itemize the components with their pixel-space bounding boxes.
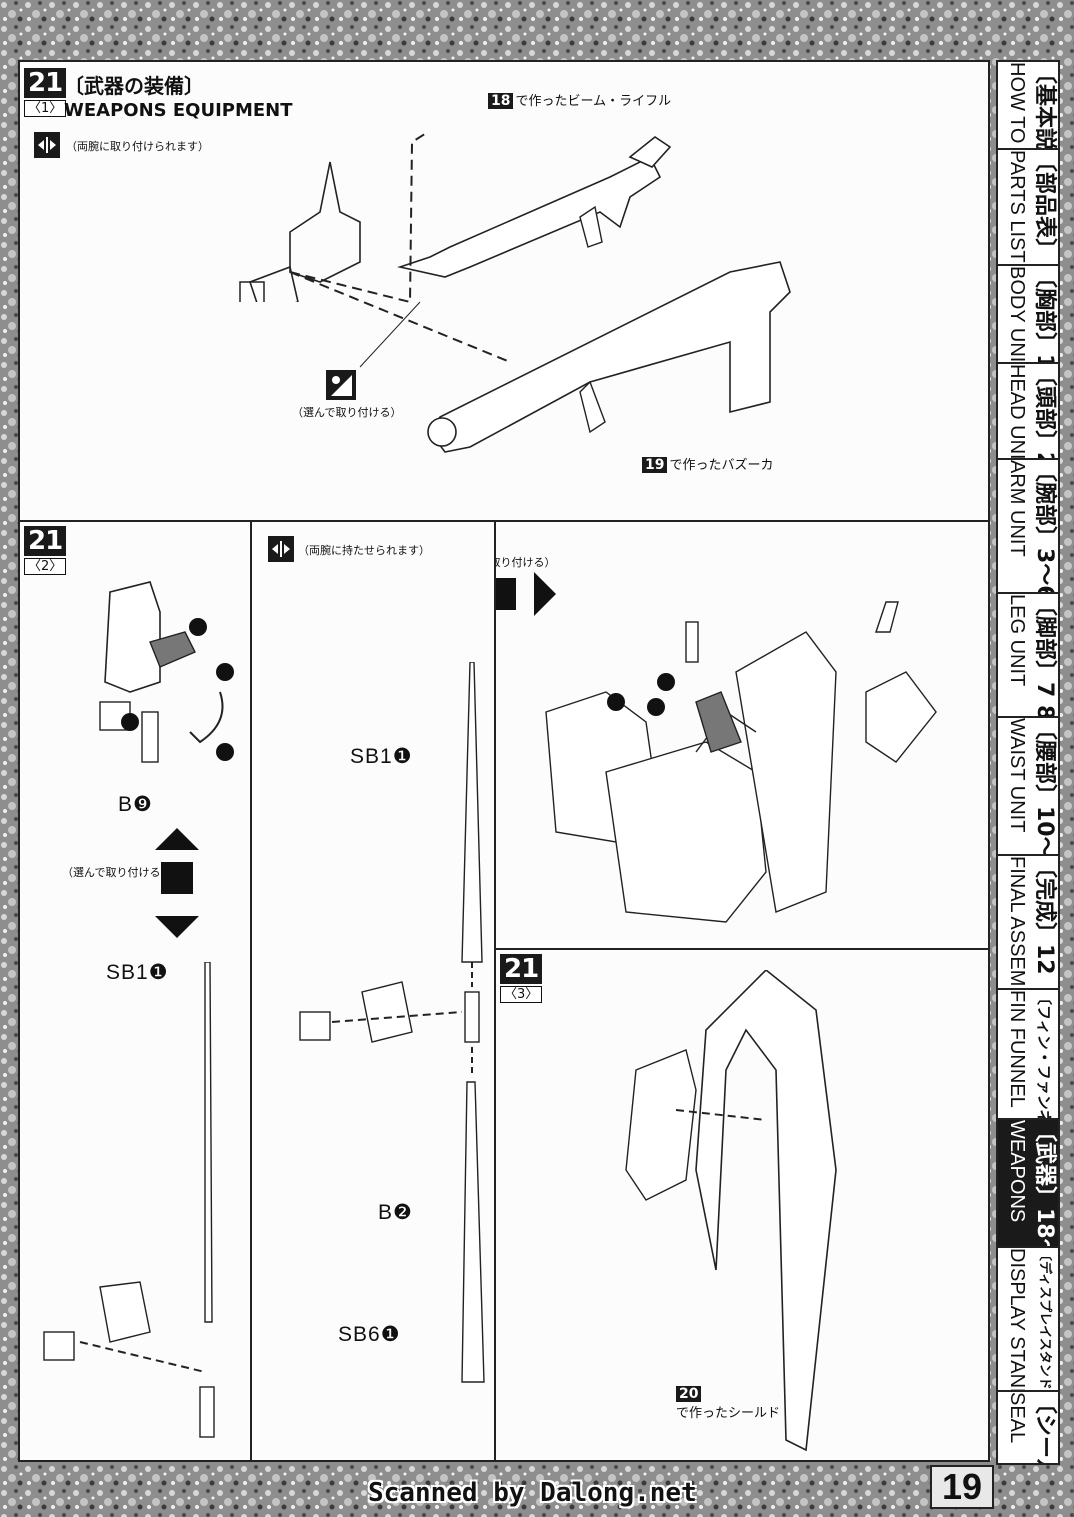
arm-illustration — [239, 161, 361, 302]
connector-lines — [289, 131, 511, 368]
step-number: 21 — [24, 68, 67, 98]
panel-hand-attach: 21 〈2〉 B❾ （選んで取り付ける） SB1❶ — [20, 520, 252, 1460]
both-arms-note: （両腕に取り付けられます） — [66, 140, 209, 153]
sub-step-number: 〈1〉 — [24, 100, 67, 117]
choose-one-icon — [326, 370, 356, 400]
beam-saber-illustration — [299, 662, 485, 1383]
part-sb6-label: SB6❶ — [338, 1323, 401, 1346]
part-sb1-label-a: SB1❶ — [106, 961, 169, 984]
sub-step-number-3: 〈3〉 — [500, 986, 543, 1003]
sb1-long-stick-illustration — [43, 962, 215, 1438]
choose-one-label-3: （選んで取り付ける） — [496, 556, 556, 569]
nav-tab-how-to[interactable]: 〔基本説明〕HOW TO — [998, 62, 1058, 150]
nav-tab-parts-list[interactable]: 〔部品表〕PARTS LIST — [998, 150, 1058, 266]
instruction-sheet: 21 〈1〉 〔武器の装備〕 WEAPONS EQUIPMENT （両腕に取り付… — [18, 60, 990, 1462]
up-down-arrow-icon — [155, 828, 199, 938]
nav-tab-seal[interactable]: 〔シール〕SEAL — [1006, 1392, 1057, 1463]
both-arms-icon-2 — [268, 536, 294, 562]
bazooka-illustration — [427, 261, 791, 453]
choose-one-label-2: （選んで取り付ける） — [62, 866, 172, 879]
robot-upper-body-illustration — [545, 601, 937, 923]
part-b2-label: B❷ — [378, 1201, 413, 1224]
panel-head-attach: （選んで取り付ける） — [494, 520, 988, 950]
section-title-en: WEAPONS EQUIPMENT — [64, 100, 293, 121]
panel-beam-saber: （両腕に持たせられます） SB1❶ B❷ SB6❶ — [250, 520, 496, 1460]
hand-swap-illustration — [99, 581, 234, 763]
shield-illustration — [625, 970, 837, 1452]
scanner-watermark: Scanned by Dalong.net — [368, 1478, 697, 1508]
left-right-arrow-icon — [496, 572, 556, 616]
part-b9-label: B❾ — [118, 793, 153, 816]
page-number: 19 — [930, 1465, 994, 1509]
step-number-3: 21 — [500, 954, 543, 984]
choose-one-label: （選んで取り付ける） — [292, 406, 402, 419]
section-title-jp: 〔武器の装備〕 — [64, 74, 204, 98]
sub-step-number-2: 〈2〉 — [24, 558, 67, 575]
step-number-2: 21 — [24, 526, 67, 556]
hold-both-arms-note: （両腕に持たせられます） — [298, 544, 430, 557]
panel-weapons-equipment: 21 〈1〉 〔武器の装備〕 WEAPONS EQUIPMENT （両腕に取り付… — [20, 62, 988, 522]
both-arms-icon — [34, 132, 60, 158]
part-sb1-label-b: SB1❶ — [350, 745, 413, 768]
beam-rifle-illustration — [397, 136, 672, 278]
